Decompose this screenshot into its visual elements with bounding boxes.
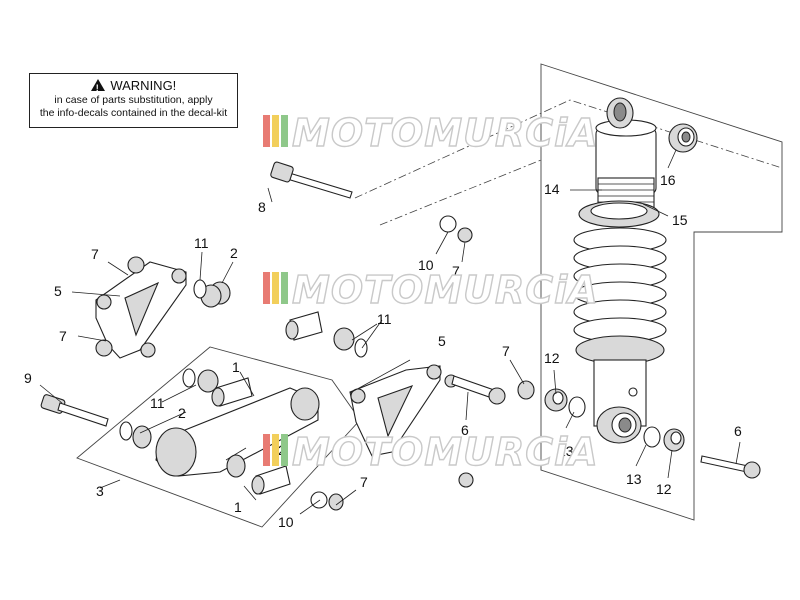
callout-7-e: 7 — [360, 474, 368, 490]
link-plate-5-left — [95, 261, 187, 359]
callout-7-c: 7 — [452, 263, 460, 279]
callout-12-left: 12 — [544, 350, 560, 366]
callout-1-upper: 1 — [232, 359, 240, 375]
warning-icon — [90, 79, 105, 96]
callout-15: 15 — [672, 212, 688, 228]
nut-7-e — [328, 493, 344, 511]
callout-10-upper: 10 — [418, 257, 434, 273]
coil-spring — [573, 227, 667, 365]
callout-7-d: 7 — [502, 343, 510, 359]
nut-7-f — [458, 472, 474, 488]
bearing-2-lower — [226, 327, 355, 478]
callout-8: 8 — [258, 199, 266, 215]
nut-7-c — [457, 227, 473, 243]
warning-line-1: in case of parts substitution, apply — [54, 94, 213, 106]
spacer-10-upper — [439, 215, 457, 233]
pin-center — [285, 311, 323, 341]
nut-7-d — [517, 380, 535, 400]
callout-11-right: 11 — [377, 311, 392, 327]
linkage-panel-frame — [76, 346, 361, 528]
pin-1-lower — [251, 465, 291, 495]
seal-11-left — [182, 368, 196, 388]
callout-13-right: 13 — [626, 471, 642, 487]
warning-title: WARNING! — [110, 78, 177, 93]
callout-11-mid: 11 — [150, 395, 165, 411]
bolt-8 — [270, 161, 353, 199]
seal-11-right — [354, 338, 368, 358]
bolt-9 — [40, 394, 109, 427]
callout-3: 3 — [96, 483, 104, 499]
svg-text:MOTOMURCiA: MOTOMURCiA — [292, 111, 599, 155]
bolt-6-center — [444, 374, 506, 405]
callout-14: 14 — [544, 181, 560, 197]
bushing-12-right — [663, 428, 685, 452]
warning-line-2: the info-decals contained in the decal-k… — [39, 107, 228, 119]
warning-box: WARNING! in case of parts substitution, … — [29, 73, 238, 128]
dash-line-mid — [379, 159, 542, 226]
linkage-arm-3 — [155, 387, 320, 477]
callout-5-right: 5 — [438, 333, 446, 349]
o-ring-13-right — [643, 426, 661, 448]
callout-11-upper: 11 — [194, 235, 209, 251]
callout-6-right: 6 — [734, 423, 742, 439]
callout-2-middle: 2 — [178, 405, 186, 421]
bushing-12-left — [544, 388, 568, 412]
callout-1-lower: 1 — [234, 499, 242, 515]
callout-16: 16 — [660, 172, 676, 188]
svg-text:MOTOMURCiA: MOTOMURCiA — [292, 268, 599, 312]
bushing-16 — [668, 123, 698, 153]
nut-7-b — [95, 339, 113, 357]
watermark-middle: MOTOMURCiA — [263, 267, 599, 313]
callout-2-upper: 2 — [230, 245, 238, 261]
seal-11-mid — [119, 421, 133, 441]
bolt-6-right — [700, 455, 761, 479]
callout-9: 9 — [24, 370, 32, 386]
watermark-top: MOTOMURCiA — [263, 110, 599, 156]
callout-13-left: 13 — [558, 443, 574, 459]
spacer-10-lower — [310, 491, 328, 509]
callout-10-lower: 10 — [278, 514, 294, 530]
callout-5-left: 5 — [54, 283, 62, 299]
watermark-bottom: MOTOMURCiA — [263, 429, 599, 475]
callout-12-right: 12 — [656, 481, 672, 497]
bearing-2-middle — [132, 369, 219, 449]
callout-6-center: 6 — [461, 422, 469, 438]
link-plate-5-right — [349, 364, 442, 457]
shock-absorber — [573, 97, 667, 444]
callout-7-b: 7 — [59, 328, 67, 344]
o-ring-13-left — [568, 396, 586, 418]
seal-11-upper — [193, 279, 207, 299]
callout-7-a: 7 — [91, 246, 99, 262]
shock-panel-frame — [540, 63, 783, 521]
dash-line-upper — [354, 99, 783, 199]
svg-text:MOTOMURCiA: MOTOMURCiA — [292, 430, 599, 474]
pin-1-upper — [211, 377, 253, 407]
nut-7-a — [127, 256, 145, 274]
